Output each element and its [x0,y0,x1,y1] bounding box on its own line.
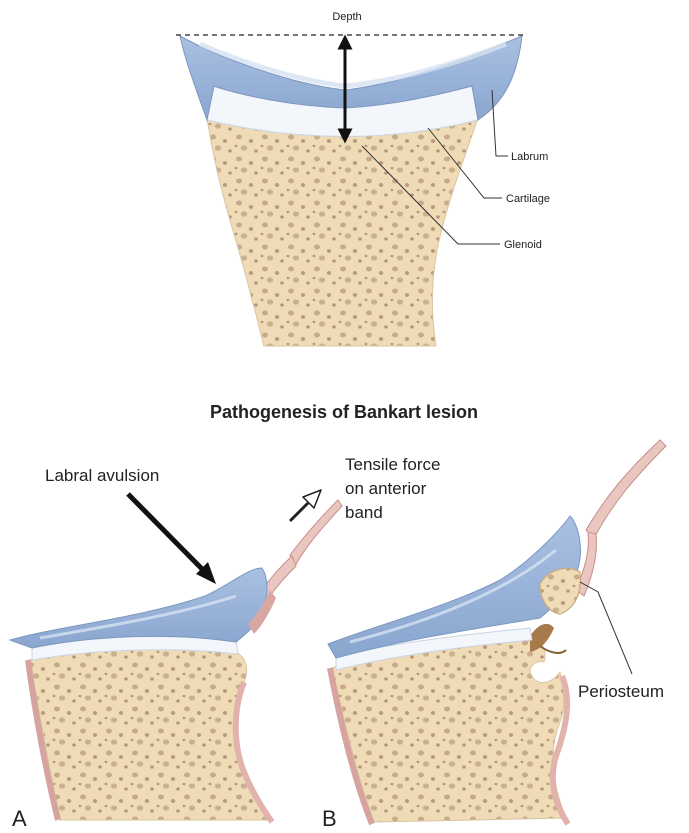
glenoid-bone-b [332,638,566,822]
glenoid-label: Glenoid [504,239,542,251]
top-glenoid-figure: Depth Labrum Cartilage Glenoid [176,11,550,346]
tensile-force-arrow [290,490,321,521]
labral-avulsion-arrow [128,494,207,574]
depth-label: Depth [332,11,361,23]
panel-b: Periosteum B [322,440,666,831]
cartilage-label: Cartilage [506,193,550,205]
panel-a-letter: A [12,806,27,831]
labrum-label: Labrum [511,151,548,163]
tensile-force-line-2: on anterior [345,479,427,498]
glenoid-bone [207,118,478,346]
periosteum-label: Periosteum [578,682,664,701]
capsule-band-b [586,440,666,538]
panel-b-letter: B [322,806,337,831]
section-title: Pathogenesis of Bankart lesion [210,402,478,422]
periosteum-leader [580,582,632,674]
tensile-force-line-3: band [345,503,383,522]
capsule-band-a [290,500,342,568]
labral-avulsion-label: Labral avulsion [45,466,159,485]
tensile-force-line-1: Tensile force [345,455,440,474]
